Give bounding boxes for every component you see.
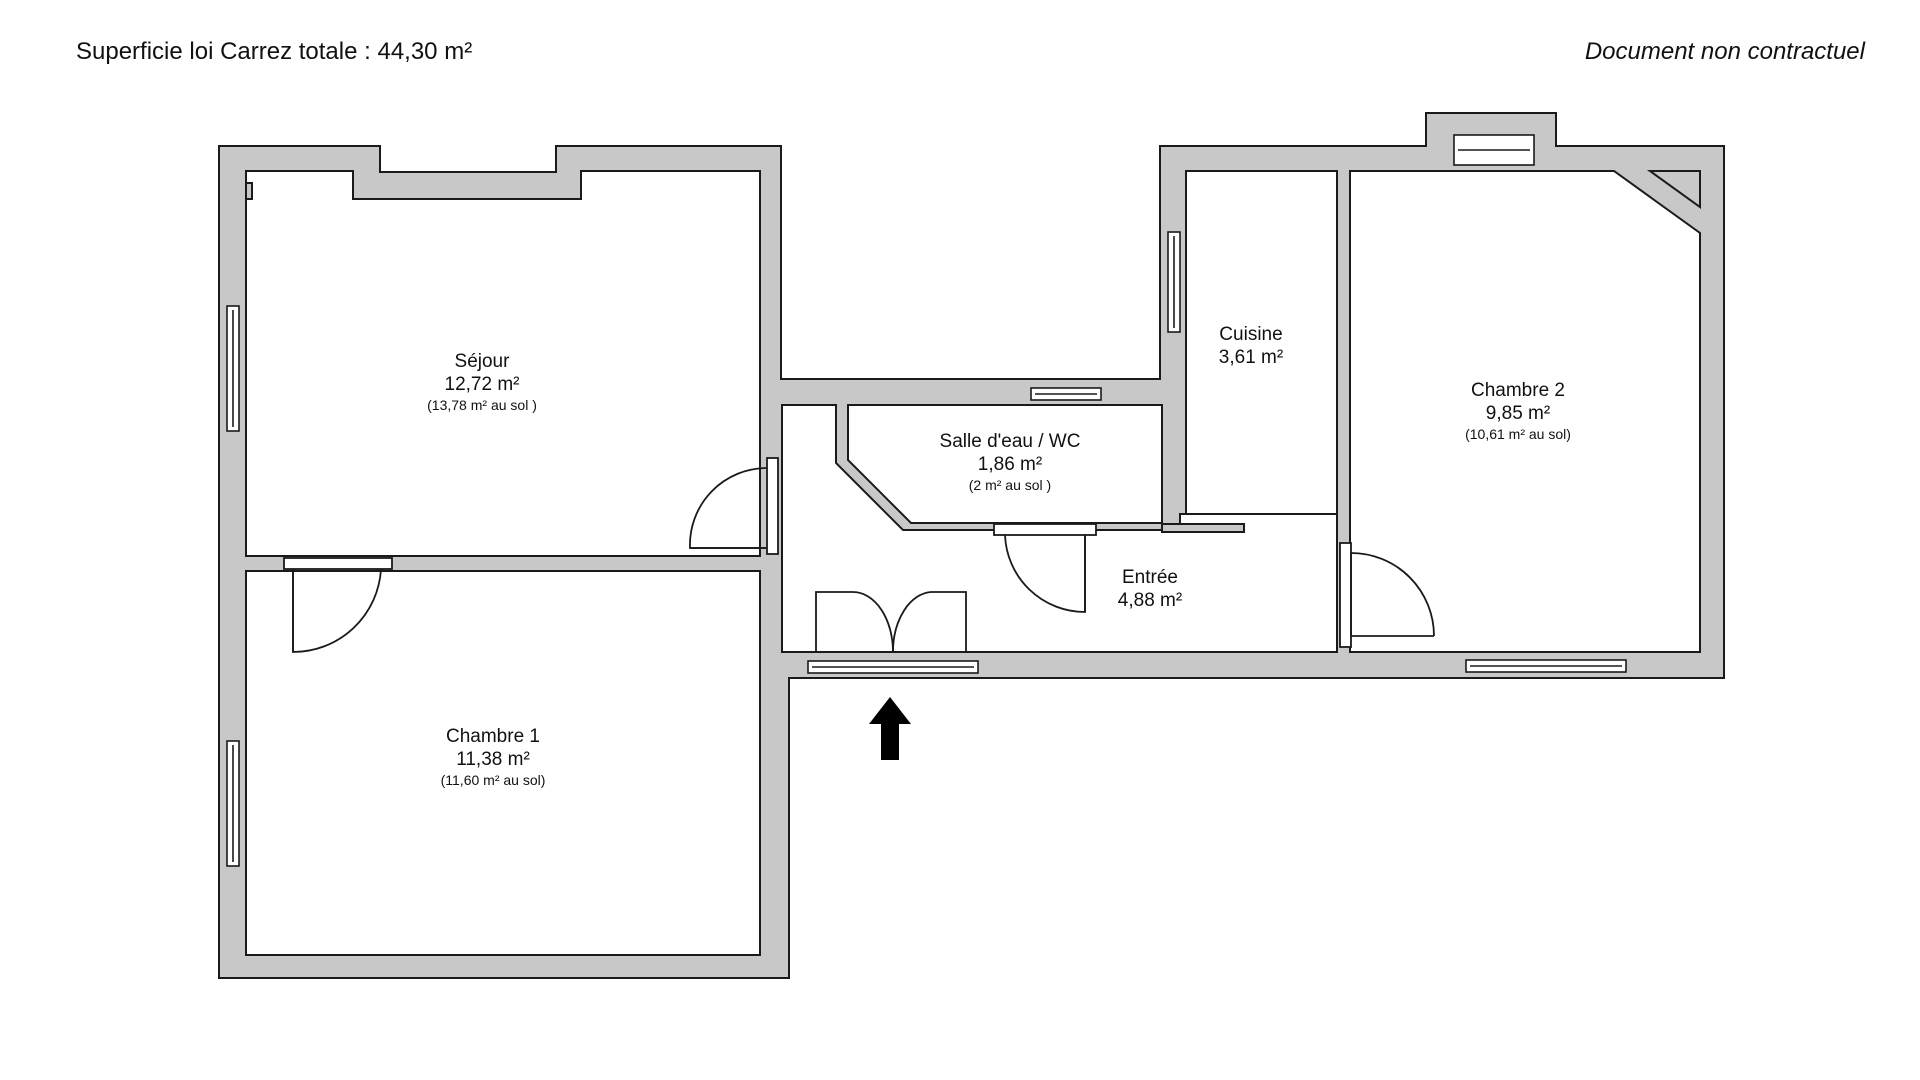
room-chambre2-floor-area: (10,61 m² au sol) bbox=[1465, 425, 1571, 442]
window-chambre2-south bbox=[1465, 659, 1627, 673]
room-salle-eau-floor-area: (2 m² au sol ) bbox=[968, 476, 1052, 493]
room-cuisine-name: Cuisine bbox=[1219, 324, 1283, 345]
room-chambre1-name: Chambre 1 bbox=[446, 726, 540, 747]
room-cuisine: Cuisine 3,61 m² bbox=[1219, 324, 1283, 370]
door-chambre2 bbox=[1339, 542, 1435, 648]
window-chambre1-west bbox=[226, 740, 240, 867]
room-entree: Entrée 4,88 m² bbox=[1118, 567, 1182, 613]
chambre1-floor bbox=[245, 570, 761, 956]
sejour-floor bbox=[245, 170, 761, 557]
chambre2-corner-duct bbox=[1646, 170, 1701, 209]
door-salle-eau bbox=[993, 523, 1097, 613]
window-salle-eau-north bbox=[1030, 387, 1102, 401]
sejour-notch bbox=[245, 182, 253, 200]
room-sejour-floor-area: (13,78 m² au sol ) bbox=[427, 396, 537, 413]
room-chambre1-area: 11,38 m² bbox=[456, 748, 530, 770]
window-sejour-west bbox=[226, 305, 240, 432]
room-sejour-name: Séjour bbox=[454, 351, 510, 372]
window-chambre2-north bbox=[1453, 134, 1535, 166]
room-sejour-area: 12,72 m² bbox=[444, 373, 520, 395]
door-chambre1 bbox=[283, 557, 393, 653]
door-sejour bbox=[689, 457, 779, 555]
room-chambre1-floor-area: (11,60 m² au sol) bbox=[440, 771, 546, 788]
room-chambre2: Chambre 2 9,85 m² (10,61 m² au sol) bbox=[1465, 380, 1571, 442]
door-entrance-double bbox=[815, 591, 967, 653]
salle-eau-floor bbox=[847, 404, 1163, 524]
room-cuisine-area: 3,61 m² bbox=[1218, 346, 1284, 368]
room-entree-name: Entrée bbox=[1122, 567, 1178, 588]
window-entree-south bbox=[807, 660, 979, 674]
disclaimer-text: Document non contractuel bbox=[1584, 38, 1865, 65]
room-chambre2-name: Chambre 2 bbox=[1470, 380, 1565, 401]
carrez-total-label: Superficie loi Carrez totale : bbox=[76, 38, 371, 65]
entrance-arrow-icon bbox=[869, 697, 911, 760]
carrez-total-value: 44,30 m² bbox=[377, 38, 473, 65]
carrez-total-header: Superficie loi Carrez totale : 44,30 m² bbox=[76, 38, 472, 66]
room-salle-eau-name: Salle d'eau / WC bbox=[939, 431, 1081, 452]
room-entree-area: 4,88 m² bbox=[1117, 589, 1183, 611]
room-chambre2-area: 9,85 m² bbox=[1485, 402, 1551, 424]
room-chambre1: Chambre 1 11,38 m² (11,60 m² au sol) bbox=[441, 726, 546, 788]
cuisine-floor bbox=[1185, 170, 1338, 515]
window-cuisine-west bbox=[1167, 231, 1181, 333]
room-salle-eau: Salle d'eau / WC 1,86 m² (2 m² au sol ) bbox=[940, 431, 1081, 493]
kitchen-partition bbox=[1161, 523, 1245, 533]
room-salle-eau-area: 1,86 m² bbox=[977, 453, 1043, 475]
room-sejour: Séjour 12,72 m² (13,78 m² au sol ) bbox=[427, 351, 537, 413]
